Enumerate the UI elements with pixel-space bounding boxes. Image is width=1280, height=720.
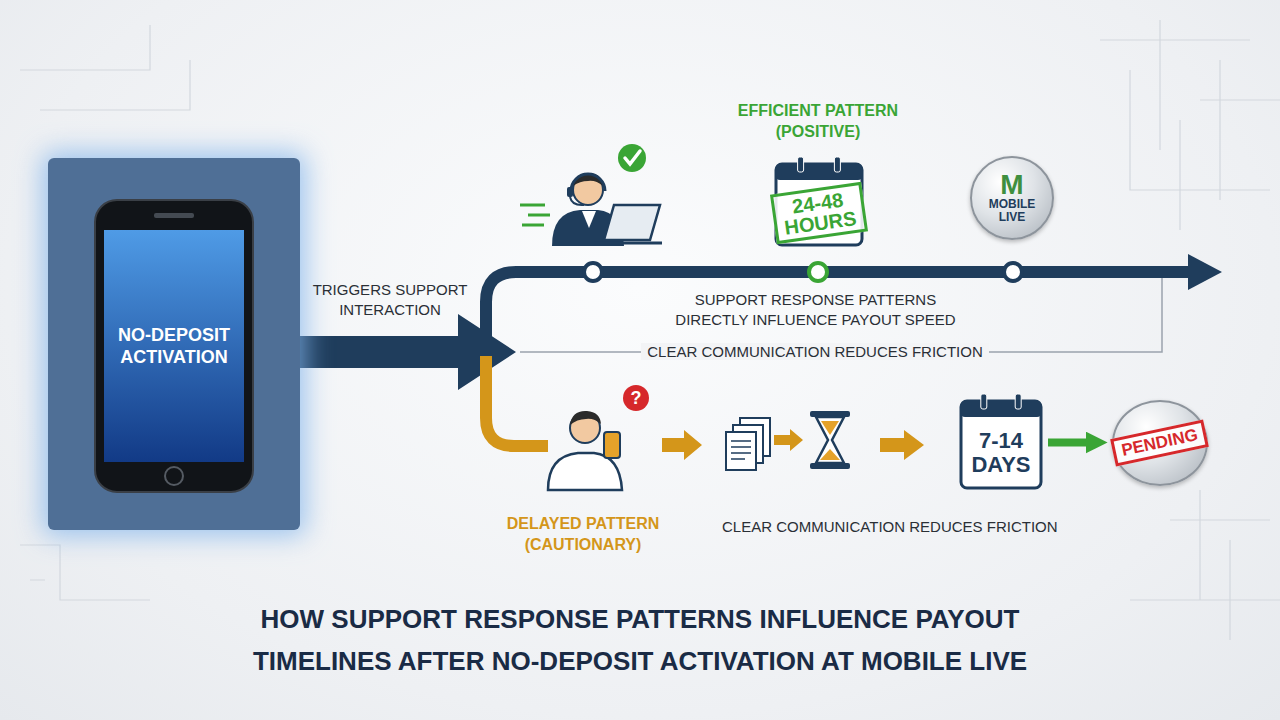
- timeline-dot: [584, 263, 602, 281]
- agent-mic: [570, 197, 584, 205]
- document-lines: [731, 441, 751, 459]
- agent-shirt: [582, 211, 596, 228]
- calendar-header: [776, 164, 862, 180]
- speed-line: [520, 204, 545, 207]
- phone-screen: [104, 230, 244, 462]
- calendar-page: [961, 401, 1041, 488]
- timeline-arrowhead: [1188, 254, 1222, 290]
- calendar-ring: [798, 157, 804, 172]
- timeline-note: SUPPORT RESPONSE PATTERNS DIRECTLY INFLU…: [658, 290, 973, 330]
- communication-line: [520, 272, 1162, 352]
- phone-speaker: [154, 213, 194, 218]
- coin-badge: MMOBILE LIVE: [970, 156, 1054, 240]
- calendar-ring: [1015, 394, 1021, 409]
- node-text: NO-DEPOSIT ACTIVATION: [104, 324, 244, 368]
- efficient-timeline: [486, 272, 1192, 352]
- customer-hair: [570, 411, 601, 425]
- question-mark: ?: [623, 385, 649, 411]
- delayed-branch: [486, 356, 548, 446]
- agent-headset: [571, 174, 605, 191]
- check-badge: [618, 144, 646, 172]
- flow-connector: [1048, 439, 1090, 447]
- phone-button: [165, 467, 183, 485]
- check-mark: [625, 151, 640, 164]
- communication-note: CLEAR COMMUNICATION REDUCES FRICTION: [722, 517, 1082, 537]
- hourglass-sand: [821, 421, 839, 435]
- circuit-line: [1130, 490, 1280, 640]
- document-sheet: [726, 432, 756, 470]
- pattern-heading: EFFICIENT PATTERN (POSITIVE): [713, 100, 923, 142]
- diagram-title: HOW SUPPORT RESPONSE PATTERNS INFLUENCE …: [190, 598, 1090, 682]
- node-text: M: [1000, 172, 1023, 198]
- timeline-dot: [1004, 263, 1022, 281]
- question-badge: [623, 385, 649, 411]
- pending-stamp: PENDING: [1112, 400, 1208, 486]
- speed-line: [528, 214, 550, 217]
- node-text: PENDING: [1110, 419, 1209, 466]
- calendar-header: [961, 401, 1041, 417]
- flow-arrow: [880, 430, 924, 460]
- laptop-base: [594, 242, 662, 245]
- communication-note: CLEAR COMMUNICATION REDUCES FRICTION: [641, 343, 989, 360]
- pattern-heading: DELAYED PATTERN (CAUTIONARY): [493, 513, 673, 555]
- flow-arrow: [774, 429, 803, 451]
- calendar-box: 24-48 HOURS: [773, 156, 865, 248]
- customer-phone: [604, 432, 620, 458]
- phone-panel: NO-DEPOSIT ACTIVATION: [48, 158, 300, 530]
- calendar-ring: [981, 394, 987, 409]
- agent-earpiece: [567, 187, 573, 197]
- phone-body: [95, 200, 253, 492]
- calendar-ring: [834, 157, 840, 172]
- node-text: 24-48 HOURS: [770, 182, 868, 244]
- node-text: MOBILE LIVE: [977, 198, 1047, 224]
- timeline-dot: [809, 263, 827, 281]
- speed-line: [522, 224, 544, 227]
- node-text: 7-14 DAYS: [966, 429, 1036, 477]
- flow-arrow: [662, 430, 702, 460]
- hourglass-glass: [816, 417, 844, 463]
- calendar-box: 7-14 DAYS: [958, 393, 1044, 491]
- agent-laptop: [604, 205, 660, 240]
- trigger-label: TRIGGERS SUPPORT INTERACTION: [300, 280, 480, 320]
- hourglass-sand: [820, 449, 840, 460]
- circuit-line: [1100, 20, 1280, 230]
